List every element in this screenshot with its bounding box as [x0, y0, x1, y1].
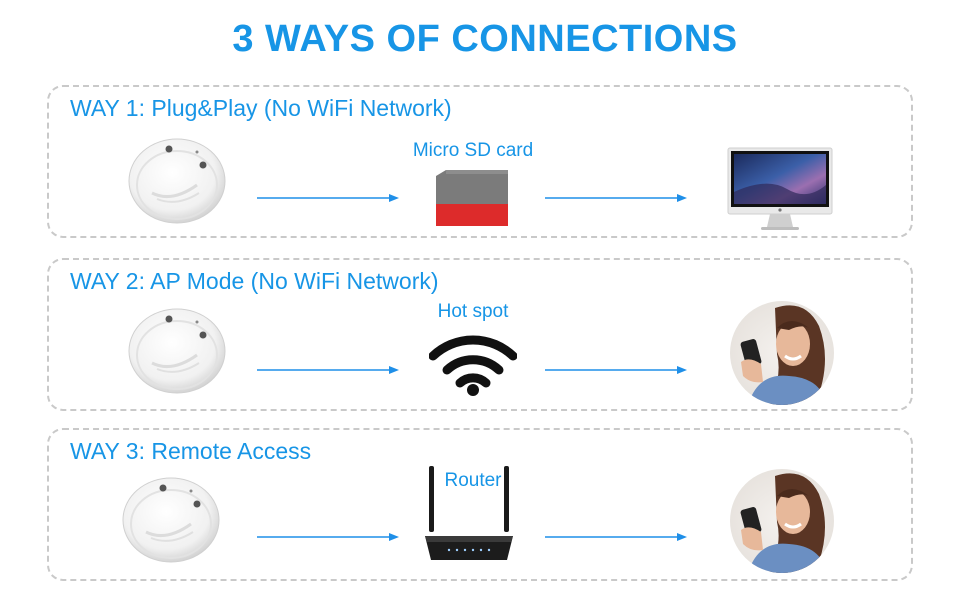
smoke-detector-icon	[128, 308, 226, 394]
smartphone-user-icon	[730, 301, 834, 405]
router-icon	[425, 466, 513, 560]
desktop-computer-icon	[727, 147, 833, 230]
way-3-title: WAY 3: Remote Access	[70, 438, 312, 464]
arrow-right-icon	[257, 366, 399, 374]
page-title: 3 WAYS OF CONNECTIONS	[232, 18, 738, 60]
way-2-title: WAY 2: AP Mode (No WiFi Network)	[70, 268, 439, 294]
way-1-middle-label: Micro SD card	[412, 140, 534, 161]
micro-sd-card-icon	[436, 170, 508, 226]
smoke-detector-icon	[128, 138, 226, 224]
smoke-detector-icon	[122, 477, 220, 563]
smartphone-user-icon	[730, 469, 834, 573]
way-3-middle-label: Router	[444, 470, 502, 491]
arrow-right-icon	[545, 533, 687, 541]
way-1-panel: WAY 1: Plug&Play (No WiFi Network) Micro…	[47, 85, 913, 238]
arrow-right-icon	[257, 194, 399, 202]
way-1-title: WAY 1: Plug&Play (No WiFi Network)	[70, 95, 452, 121]
arrow-right-icon	[257, 533, 399, 541]
way-3-panel: WAY 3: Remote Access Router	[47, 428, 913, 581]
arrow-right-icon	[545, 194, 687, 202]
arrow-right-icon	[545, 366, 687, 374]
way-2-panel: WAY 2: AP Mode (No WiFi Network) Hot spo…	[47, 258, 913, 411]
wifi-hotspot-icon	[429, 335, 517, 396]
way-2-middle-label: Hot spot	[437, 301, 509, 322]
